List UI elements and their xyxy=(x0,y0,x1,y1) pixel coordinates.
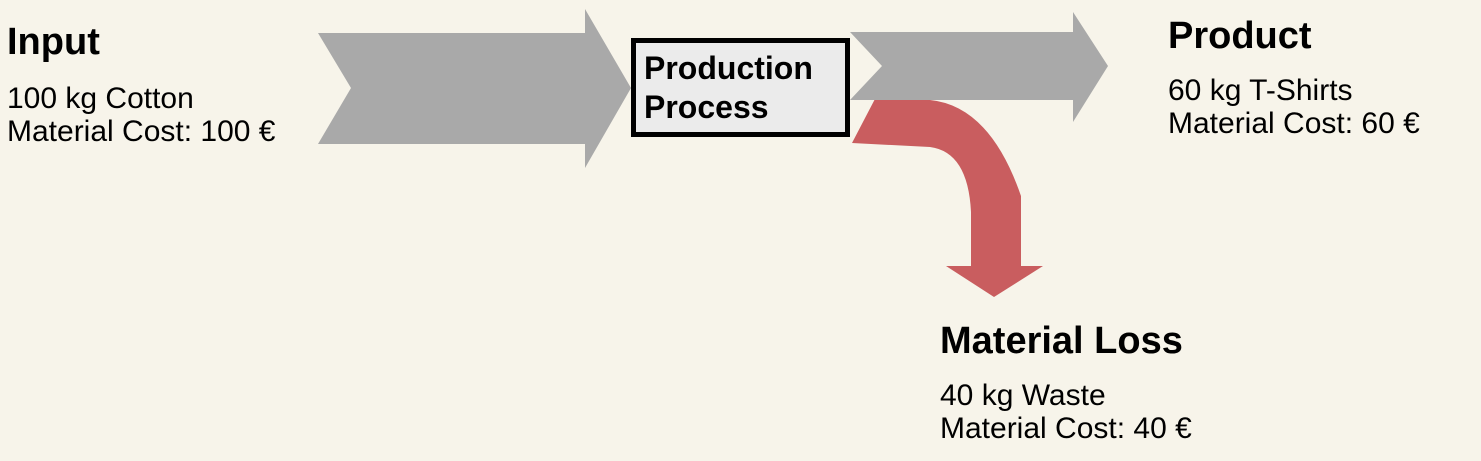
material-loss-details: 40 kg Waste Material Cost: 40 € xyxy=(940,379,1192,445)
material-loss-label-group: Material Loss 40 kg Waste Material Cost:… xyxy=(940,319,1192,445)
input-title: Input xyxy=(7,21,100,63)
material-loss-arrow xyxy=(852,97,1043,297)
product-arrow xyxy=(850,12,1108,122)
product-cost: Material Cost: 60 € xyxy=(1168,107,1420,140)
input-quantity: 100 kg Cotton xyxy=(7,82,194,115)
material-loss-quantity: 40 kg Waste xyxy=(940,379,1106,412)
input-cost: Material Cost: 100 € xyxy=(7,115,276,148)
input-label-group: Input 100 kg Cotton Material Cost: 100 € xyxy=(7,20,275,148)
product-title: Product xyxy=(1168,15,1312,57)
material-loss-cost: Material Cost: 40 € xyxy=(940,412,1192,445)
production-process-label: Production Process xyxy=(644,50,813,125)
product-quantity: 60 kg T-Shirts xyxy=(1168,74,1353,107)
material-loss-title: Material Loss xyxy=(940,320,1183,362)
product-label-group: Product 60 kg T-Shirts Material Cost: 60… xyxy=(1168,14,1420,140)
input-arrow xyxy=(318,9,631,168)
input-details: 100 kg Cotton Material Cost: 100 € xyxy=(7,82,275,148)
production-process-box: Production Process xyxy=(631,38,850,137)
product-details: 60 kg T-Shirts Material Cost: 60 € xyxy=(1168,74,1420,140)
